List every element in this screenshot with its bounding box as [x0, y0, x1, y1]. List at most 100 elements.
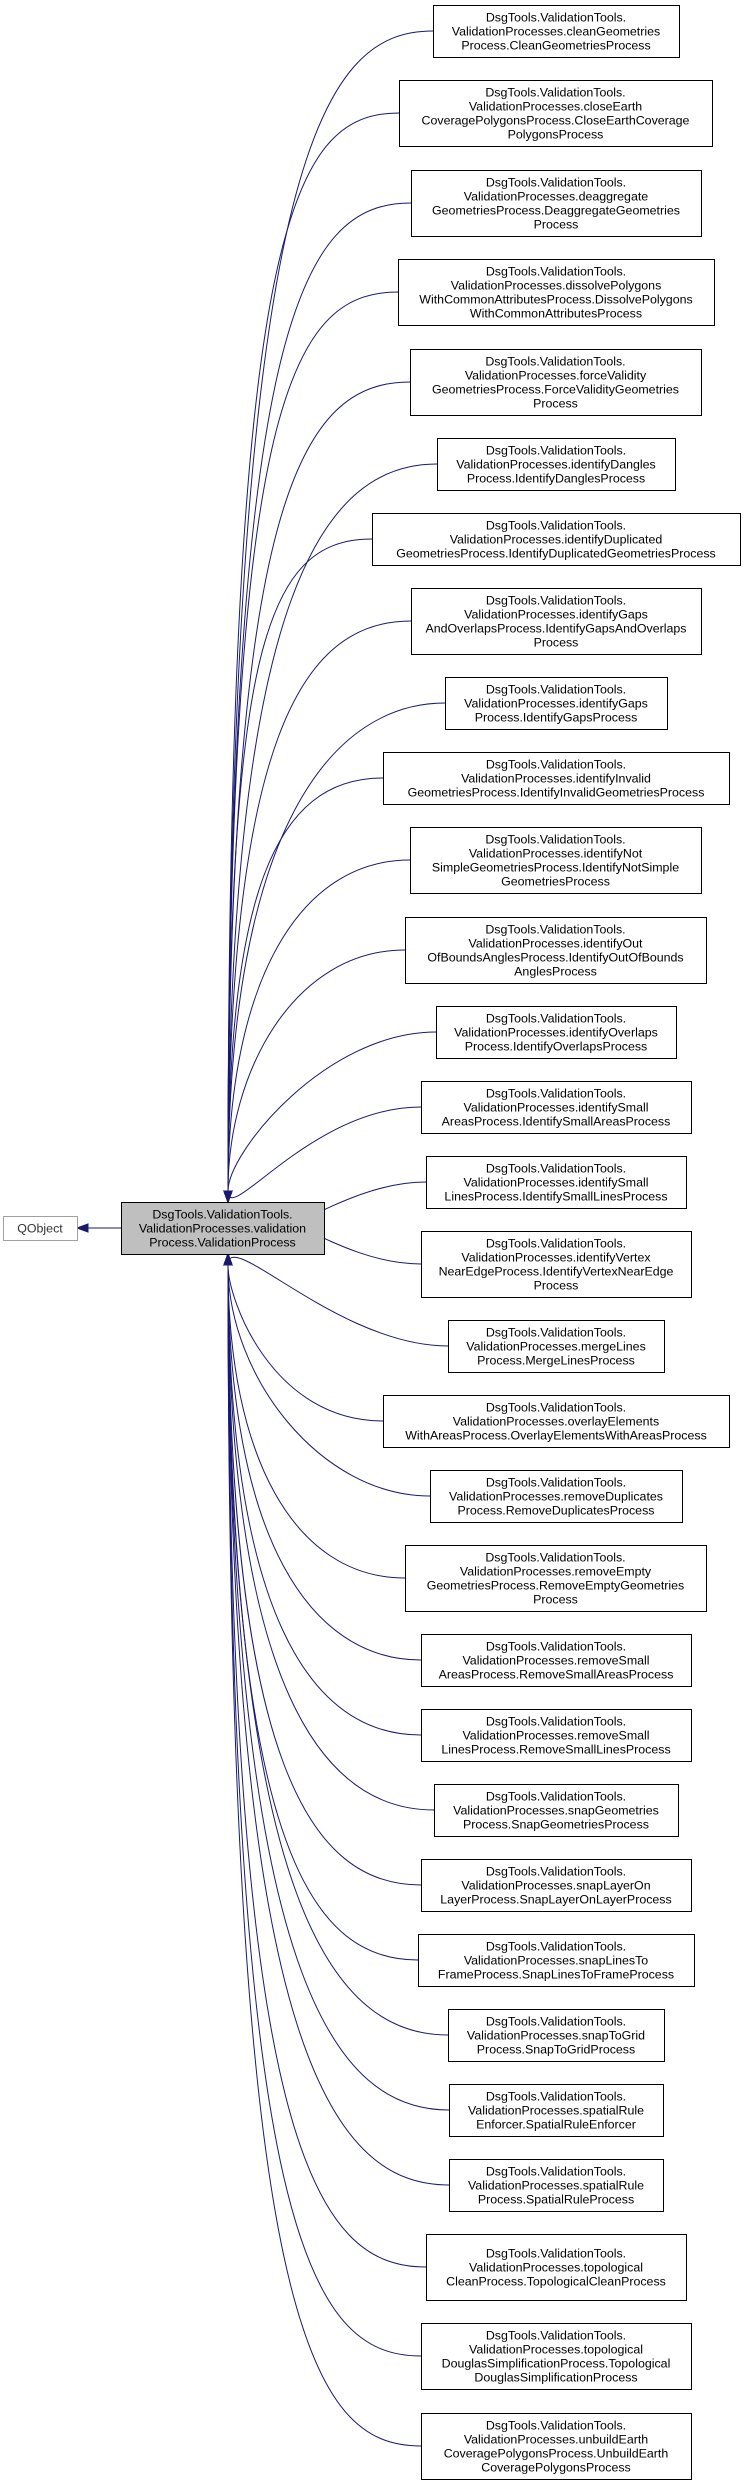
- inheritance-edge: [227, 1031, 437, 1192]
- subclass-node[interactable]: DsgTools.ValidationTools.ValidationProce…: [430, 1470, 683, 1523]
- inheritance-edge: [227, 1264, 422, 2357]
- subclass-node[interactable]: DsgTools.ValidationTools.ValidationProce…: [421, 1859, 692, 1912]
- base-class-node[interactable]: QObject: [3, 1216, 78, 1241]
- subclass-node-label-line: Process.IdentifyDanglesProcess: [467, 472, 645, 486]
- subclass-node[interactable]: DsgTools.ValidationTools.ValidationProce…: [449, 2159, 664, 2212]
- subclass-node[interactable]: DsgTools.ValidationTools.ValidationProce…: [426, 2234, 687, 2301]
- subclass-node-label-line: Process.SnapGeometriesProcess: [463, 1818, 649, 1832]
- subclass-node-label-line: ValidationProcesses.identifyVertex: [461, 1251, 651, 1265]
- subclass-node[interactable]: DsgTools.ValidationTools.ValidationProce…: [399, 80, 713, 147]
- subclass-node[interactable]: DsgTools.ValidationTools.ValidationProce…: [411, 170, 702, 237]
- subclass-node[interactable]: DsgTools.ValidationTools.ValidationProce…: [383, 752, 730, 805]
- subclass-node-label-line: DsgTools.ValidationTools.: [486, 2329, 626, 2343]
- inheritance-edge: [227, 463, 438, 1192]
- subclass-node[interactable]: DsgTools.ValidationTools.ValidationProce…: [421, 2413, 692, 2480]
- subclass-node-label-line: WithCommonAttributesProcess: [470, 307, 642, 321]
- subclass-node[interactable]: DsgTools.ValidationTools.ValidationProce…: [421, 1634, 692, 1687]
- inheritance-edge: [227, 538, 373, 1192]
- subclass-node-label-line: AnglesProcess: [514, 965, 597, 979]
- subclass-node-label-line: DsgTools.ValidationTools.: [486, 1940, 626, 1954]
- subclass-node[interactable]: DsgTools.ValidationTools.ValidationProce…: [421, 1081, 692, 1134]
- subclass-node-box: [433, 5, 680, 58]
- subclass-node-label-line: ValidationProcesses.identifySmall: [463, 1176, 648, 1190]
- inheritance-edge: [227, 1264, 422, 2447]
- base-class-node-label-line: QObject: [17, 1222, 63, 1236]
- subclass-node[interactable]: DsgTools.ValidationTools.ValidationProce…: [421, 2323, 692, 2390]
- subclass-node-box: [372, 513, 741, 566]
- subclass-node-label-line: DsgTools.ValidationTools.: [486, 1401, 626, 1415]
- subclass-node-label-line: ValidationProcesses.cleanGeometries: [452, 25, 660, 39]
- subclass-node[interactable]: DsgTools.ValidationTools.ValidationProce…: [421, 1709, 692, 1762]
- inheritance-edge: [227, 1264, 384, 1422]
- subclass-node[interactable]: DsgTools.ValidationTools.ValidationProce…: [434, 1784, 679, 1837]
- subclass-node-label-line: OfBoundsAnglesProcess.IdentifyOutOfBound…: [427, 951, 683, 965]
- nodes-layer: DsgTools.ValidationTools.ValidationProce…: [3, 5, 741, 2480]
- subclass-node-label-line: DsgTools.ValidationTools.: [486, 1476, 626, 1490]
- subclass-node[interactable]: DsgTools.ValidationTools.ValidationProce…: [448, 1320, 665, 1373]
- subclass-node-label-line: Enforcer.SpatialRuleEnforcer: [476, 2118, 636, 2132]
- subclass-node[interactable]: DsgTools.ValidationTools.ValidationProce…: [372, 513, 741, 566]
- subclass-node-box: [410, 827, 702, 894]
- subclass-node-label-line: ValidationProcesses.identifyNot: [469, 847, 643, 861]
- subclass-node-box: [445, 677, 668, 730]
- inheritance-arrowhead: [223, 1252, 233, 1266]
- subclass-node[interactable]: DsgTools.ValidationTools.ValidationProce…: [433, 5, 680, 58]
- subclass-node[interactable]: DsgTools.ValidationTools.ValidationProce…: [449, 2084, 664, 2137]
- subclass-node-label-line: DsgTools.ValidationTools.: [486, 683, 626, 697]
- subclass-node-label-line: DsgTools.ValidationTools.: [486, 176, 626, 190]
- subclass-node-label-line: GeometriesProcess.DeaggregateGeometries: [432, 204, 680, 218]
- subclass-node-label-line: ValidationProcesses.overlayElements: [453, 1415, 659, 1429]
- inheritance-edge: [227, 30, 434, 1192]
- subclass-node[interactable]: DsgTools.ValidationTools.ValidationProce…: [383, 1395, 730, 1448]
- edges-layer: [75, 30, 450, 2447]
- subclass-node[interactable]: DsgTools.ValidationTools.ValidationProce…: [411, 588, 702, 655]
- subclass-node-label-line: AndOverlapsProcess.IdentifyGapsAndOverla…: [425, 622, 686, 636]
- subclass-node[interactable]: DsgTools.ValidationTools.ValidationProce…: [405, 917, 707, 984]
- focus-class-node[interactable]: DsgTools.ValidationTools.ValidationProce…: [121, 1202, 325, 1255]
- subclass-node-label-line: LinesProcess.IdentifySmallLinesProcess: [444, 1190, 667, 1204]
- subclass-node[interactable]: DsgTools.ValidationTools.ValidationProce…: [445, 677, 668, 730]
- subclass-node[interactable]: DsgTools.ValidationTools.ValidationProce…: [410, 827, 702, 894]
- inheritance-edge: [227, 620, 412, 1192]
- subclass-node-label-line: DsgTools.ValidationTools.: [486, 519, 626, 533]
- subclass-node-box: [436, 1006, 677, 1059]
- subclass-node[interactable]: DsgTools.ValidationTools.ValidationProce…: [436, 1006, 677, 1059]
- subclass-node[interactable]: DsgTools.ValidationTools.ValidationProce…: [421, 1231, 692, 1298]
- subclass-node-label-line: Process: [533, 1593, 578, 1607]
- subclass-node-label-line: Process.CleanGeometriesProcess: [461, 39, 650, 53]
- subclass-node-label-line: Process.IdentifyGapsProcess: [475, 711, 638, 725]
- subclass-node-box: [405, 917, 707, 984]
- subclass-node-label-line: ValidationProcesses.identifyDangles: [456, 458, 656, 472]
- inheritance-edge: [227, 1106, 422, 1199]
- subclass-node[interactable]: DsgTools.ValidationTools.ValidationProce…: [410, 349, 702, 416]
- subclass-node-box: [383, 752, 730, 805]
- subclass-node-box: [448, 2009, 665, 2062]
- subclass-node-label-line: DsgTools.ValidationTools.: [486, 2247, 626, 2261]
- subclass-node[interactable]: DsgTools.ValidationTools.ValidationProce…: [398, 259, 715, 326]
- subclass-node-box: [418, 1934, 695, 1987]
- subclass-node-box: [448, 1320, 665, 1373]
- inheritance-edge: [227, 1264, 422, 1886]
- subclass-node-label-line: ValidationProcesses.removeDuplicates: [449, 1490, 663, 1504]
- subclass-node-box: [398, 259, 715, 326]
- subclass-node-label-line: ValidationProcesses.topological: [469, 2261, 643, 2275]
- inheritance-edge: [227, 1264, 450, 2111]
- subclass-node-label-line: Process: [534, 1279, 579, 1293]
- subclass-node[interactable]: DsgTools.ValidationTools.ValidationProce…: [405, 1545, 707, 1612]
- subclass-node-label-line: ValidationProcesses.deaggregate: [464, 190, 648, 204]
- subclass-node[interactable]: DsgTools.ValidationTools.ValidationProce…: [426, 1156, 687, 1209]
- subclass-node-label-line: DsgTools.ValidationTools.: [486, 758, 626, 772]
- subclass-node-box: [434, 1784, 679, 1837]
- subclass-node[interactable]: DsgTools.ValidationTools.ValidationProce…: [437, 438, 676, 491]
- inheritance-edge: [227, 949, 406, 1192]
- subclass-node-label-line: ValidationProcesses.identifyInvalid: [461, 772, 651, 786]
- subclass-node-label-line: GeometriesProcess.RemoveEmptyGeometries: [427, 1579, 685, 1593]
- subclass-node-label-line: DsgTools.ValidationTools.: [486, 1715, 626, 1729]
- subclass-node[interactable]: DsgTools.ValidationTools.ValidationProce…: [418, 1934, 695, 1987]
- inheritance-edge: [227, 1264, 435, 1811]
- subclass-node-label-line: WithCommonAttributesProcess.DissolvePoly…: [419, 293, 692, 307]
- subclass-node[interactable]: DsgTools.ValidationTools.ValidationProce…: [448, 2009, 665, 2062]
- subclass-node-label-line: ValidationProcesses.removeSmall: [462, 1729, 649, 1743]
- subclass-node-label-line: Process.SnapToGridProcess: [477, 2043, 635, 2057]
